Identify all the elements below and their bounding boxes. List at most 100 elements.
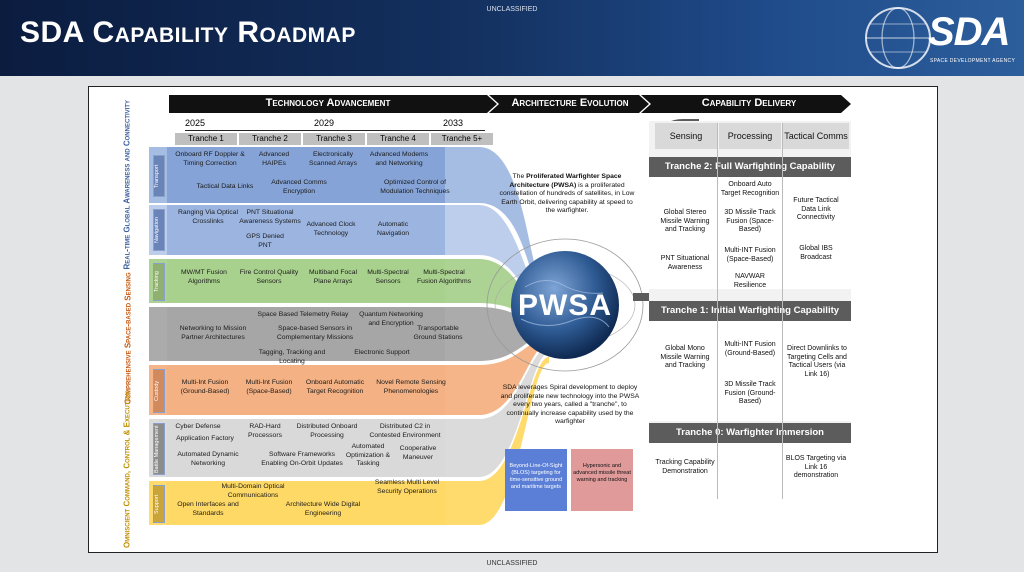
- logo-subtitle: SPACE DEVELOPMENT AGENCY: [930, 58, 1016, 64]
- logo-text: SDA: [928, 10, 1010, 54]
- tech-item: Application Factory: [176, 435, 234, 442]
- cap-item: Global Stereo Missile Warning and Tracki…: [660, 209, 710, 233]
- tranche-1-body: [649, 321, 851, 421]
- roadmap-panel: Technology Advancement Architecture Evol…: [88, 86, 938, 553]
- transport-block: [167, 147, 445, 203]
- classification-top: UNCLASSIFIED: [486, 6, 538, 13]
- header-banner: UNCLASSIFIED SDA Capability Roadmap SDA …: [0, 0, 1024, 76]
- cap-item: Multi-INT Fusion (Space-Based): [724, 247, 776, 263]
- cap-item: Global IBS Broadcast: [799, 245, 833, 261]
- tech-item: Optimized Control of Modulation Techniqu…: [380, 179, 450, 195]
- cap-item: NAVWAR Resilience: [733, 273, 767, 289]
- tech-item: Electronic Support: [354, 349, 410, 356]
- blos-box: Beyond-Line-Of-Sight (BLOS) targeting fo…: [505, 449, 567, 511]
- tech-item: Architecture Wide Digital Engineering: [285, 501, 361, 517]
- subtab-custody: Custody: [153, 369, 165, 413]
- tech-item: Transportable Ground Stations: [413, 325, 463, 341]
- cap-item: Global Mono Missile Warning and Tracking: [660, 345, 710, 369]
- side-label-command: Omniscient Command, Control & Execution: [122, 391, 132, 548]
- tech-item: PNT Situational Awareness Systems: [239, 209, 301, 225]
- tech-item: Advanced Comms Encryption: [271, 179, 327, 195]
- year-2029: 2029: [314, 118, 335, 128]
- banner-arrows: [169, 95, 851, 113]
- tech-item: Fire Control Quality Sensors: [239, 269, 299, 285]
- globe-logo-icon: [865, 7, 931, 69]
- tranche-tab-5: Tranche 5+: [431, 133, 493, 145]
- tranche-tab-4: Tranche 4: [367, 133, 429, 145]
- tech-item: Advanced HAIPEs: [258, 151, 290, 167]
- column-divider: [782, 123, 783, 499]
- cap-item: 3D Missile Track Fusion (Space-Based): [724, 209, 776, 233]
- year-2033: 2033: [443, 118, 464, 128]
- cap-item: Onboard Auto Target Recognition: [720, 181, 780, 197]
- tech-item: Multi-Int Fusion (Space-Based): [245, 379, 293, 395]
- battle-block: [167, 419, 445, 477]
- tech-item: Tagging, Tracking and Locating: [258, 349, 326, 365]
- pwsa-globe-icon: [486, 238, 644, 372]
- side-label-awareness: Real-time Global Awareness and Connectiv…: [122, 100, 132, 270]
- tech-item: Electronically Scanned Arrays: [309, 151, 357, 167]
- pwsa-label: PWSA: [518, 289, 612, 322]
- subtab-battle: Battle Management: [153, 423, 165, 475]
- tech-item: Ranging Via Optical Crosslinks: [178, 209, 238, 225]
- subtab-support: Support: [153, 485, 165, 523]
- cap-item: 3D Missile Track Fusion (Ground-Based): [724, 381, 776, 405]
- tranche-2-bar: Tranche 2: Full Warfighting Capability: [649, 157, 851, 177]
- tech-item: MW/MT Fusion Algorithms: [181, 269, 227, 285]
- tech-item: Automated Dynamic Networking: [177, 451, 239, 467]
- tech-item: Quantum Networking and Encryption: [359, 311, 423, 327]
- subtab-navigation: Navigation: [153, 209, 165, 251]
- tech-item: Novel Remote Sensing Phenomenologies: [376, 379, 446, 395]
- page-title: SDA Capability Roadmap: [20, 16, 356, 49]
- banner-cap: Capability Delivery: [701, 97, 797, 109]
- tranche-0-body: [649, 443, 851, 499]
- subtab-tracking: Tracking: [153, 263, 165, 301]
- tech-item: Cyber Defense: [175, 423, 221, 430]
- banner-arch: Architecture Evolution: [511, 97, 629, 109]
- column-divider: [717, 123, 718, 499]
- classification-bottom: UNCLASSIFIED: [486, 560, 538, 567]
- tracking-block: [167, 259, 445, 303]
- timeline-line: [185, 130, 485, 131]
- tech-item: Multiband Focal Plane Arrays: [309, 269, 357, 285]
- ranging-block: [167, 307, 445, 361]
- hypersonic-box: Hypersonic and advanced missile threat w…: [571, 449, 633, 511]
- tranche-1-bar: Tranche 1: Initial Warfighting Capabilit…: [649, 301, 851, 321]
- tech-item: GPS Denied PNT: [246, 233, 284, 249]
- tech-item: Distributed Onboard Processing: [296, 423, 358, 439]
- tech-item: Onboard RF Doppler & Timing Correction: [175, 151, 245, 167]
- tech-item: Advanced Clock Technology: [306, 221, 356, 237]
- pwsa-description: The Proliferated Warfighter Space Archit…: [499, 173, 635, 214]
- tech-item: Multi-Spectral Fusion Algorithms: [416, 269, 472, 285]
- tech-item: Advanced Modems and Networking: [369, 151, 429, 167]
- tech-item: Multi-Spectral Sensors: [367, 269, 409, 285]
- tech-item: Multi-Int Fusion (Ground-Based): [180, 379, 230, 395]
- tech-item: Seamless Multi Level Security Operations: [374, 479, 440, 495]
- tech-item: Automatic Navigation: [376, 221, 410, 237]
- tech-item: Automated Optimization & Tasking: [345, 443, 391, 467]
- tech-item: Software Frameworks Enabling On-Orbit Up…: [261, 451, 343, 467]
- tech-item: Multi-Domain Optical Communications: [221, 483, 285, 499]
- tech-item: RAD-Hard Processors: [248, 423, 282, 439]
- cap-col-processing: Processing: [719, 123, 781, 149]
- tech-item: Cooperative Maneuver: [399, 445, 437, 461]
- cap-item: Multi-INT Fusion (Ground-Based): [724, 341, 776, 357]
- cap-item: Future Tactical Data Link Connectivity: [793, 197, 839, 221]
- cap-col-comms: Tactical Comms: [783, 123, 849, 149]
- navigation-block: [167, 205, 445, 255]
- tech-item: Networking to Mission Partner Architectu…: [179, 325, 247, 341]
- tranche-0-bar: Tranche 0: Warfighter Immersion: [649, 423, 851, 443]
- subtab-transport: Transport: [153, 155, 165, 197]
- tech-item: Onboard Automatic Target Recognition: [305, 379, 365, 395]
- year-2025: 2025: [185, 118, 206, 128]
- tranche-2-body: [649, 177, 851, 289]
- spiral-description: SDA leverages Spiral development to depl…: [500, 384, 640, 425]
- tech-item: Space Based Telemetry Relay: [257, 311, 349, 318]
- tech-item: Distributed C2 in Contested Environment: [369, 423, 441, 439]
- tech-item: Space-based Sensors in Complementary Mis…: [276, 325, 354, 341]
- tech-item: Open Interfaces and Standards: [177, 501, 239, 517]
- custody-block: [167, 365, 445, 415]
- support-block: [167, 481, 445, 525]
- tranche-tab-1: Tranche 1: [175, 133, 237, 145]
- cap-item: Direct Downlinks to Targeting Cells and …: [787, 345, 847, 378]
